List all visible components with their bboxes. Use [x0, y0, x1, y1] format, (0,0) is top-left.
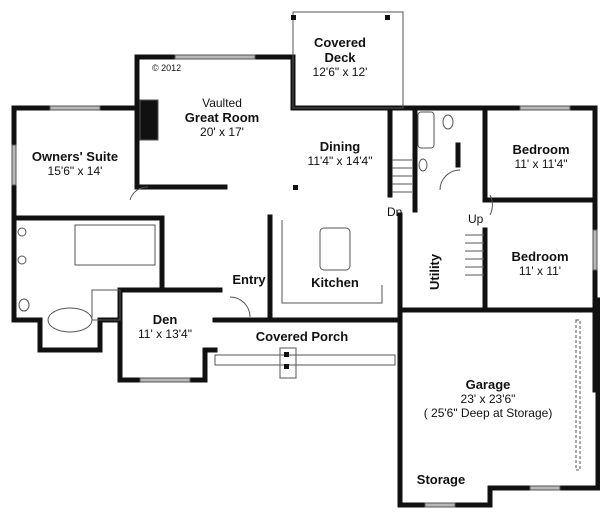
room-dimensions: 20' x 17' [200, 124, 244, 139]
room-storage: Storage [416, 472, 466, 488]
room-covered-deck: Covered Deck 12'6" x 12' [312, 35, 368, 80]
room-dimensions: 15'6" x 14' [47, 163, 103, 178]
room-name: Kitchen [311, 275, 359, 290]
room-utility: Utility [427, 253, 442, 290]
room-name: Owners' Suite [31, 149, 119, 164]
room-dimensions: 11' x 11' [518, 263, 562, 278]
stairs-up-label: Up [468, 212, 484, 226]
room-dimensions: 11'4" x 14'4" [307, 153, 373, 168]
room-garage: Garage 23' x 23'6" ( 25'6" Deep at Stora… [423, 377, 553, 421]
room-den: Den 11' x 13'4" [138, 312, 192, 342]
room-dimensions: 11' x 11'4" [514, 156, 568, 171]
room-great-room: Vaulted Great Room 20' x 17' [184, 96, 260, 140]
room-name: Entry [232, 272, 266, 287]
room-bedroom-1: Bedroom 11' x 11'4" [512, 142, 570, 172]
room-name: Bedroom [511, 249, 569, 264]
room-name: Great Room [184, 109, 260, 125]
room-dimensions: 12'6" x 12' [312, 64, 368, 79]
room-bedroom-2: Bedroom 11' x 11' [511, 249, 569, 279]
room-dimensions: 11' x 13'4" [138, 326, 192, 341]
room-name: Den [152, 312, 178, 327]
room-name: Covered Porch [255, 329, 349, 344]
room-dimensions: 23' x 23'6" [460, 391, 516, 406]
room-name: Dining [319, 139, 361, 154]
room-owners-suite: Owners' Suite 15'6" x 14' [31, 149, 119, 179]
stairs-down-label: Dn [387, 205, 403, 219]
room-entry: Entry [232, 272, 266, 288]
room-covered-porch: Covered Porch [255, 329, 349, 345]
room-name: Deck [324, 49, 356, 65]
room-prefix: Vaulted [202, 96, 242, 110]
room-kitchen: Kitchen [311, 275, 359, 291]
room-dining: Dining 11'4" x 14'4" [307, 139, 373, 169]
room-name: Bedroom [512, 142, 570, 157]
room-name: Covered [313, 35, 367, 50]
room-name: Storage [416, 472, 466, 487]
room-note: ( 25'6" Deep at Storage) [423, 405, 553, 420]
copyright-note: © 2012 [152, 63, 182, 73]
room-name: Garage [465, 377, 511, 392]
